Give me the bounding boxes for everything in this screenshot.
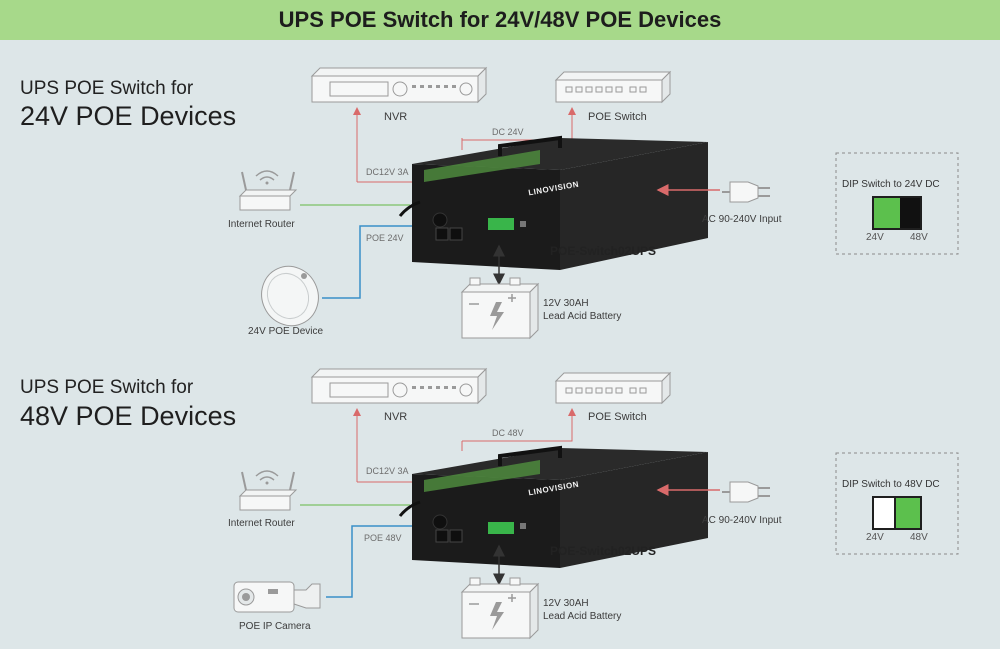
dip-box-24v [835, 152, 959, 255]
battery-48v-line2: Lead Acid Battery [543, 611, 622, 622]
section-24v-title-small: UPS POE Switch for [20, 78, 194, 99]
nvr-48v-label: NVR [384, 411, 408, 423]
dip-24v-right-label: 48V [910, 232, 928, 243]
ac-input-24v-label: AC 90-240V Input [702, 214, 782, 225]
ac-plug-24v-icon [722, 181, 770, 203]
ups-poe-switch-24v [398, 135, 708, 270]
poe-switch-24v-icon [554, 70, 672, 104]
router-48v-icon [238, 470, 298, 511]
model-24v-label: POE-Switch02UPS [550, 244, 657, 258]
ip-camera-48v-label: POE IP Camera [239, 621, 311, 632]
dip-24v-left-label: 24V [866, 232, 884, 243]
nvr-24v-label: NVR [384, 111, 408, 123]
poe-switch-24v-label: POE Switch [588, 111, 647, 123]
dc12-48v-label: DC12V 3A [366, 466, 409, 476]
dip-24v-title: DIP Switch to 24V DC [842, 179, 940, 190]
dip-switch-48v [872, 496, 922, 530]
poe-switch-48v-label: POE Switch [588, 411, 647, 423]
ip-camera-48v-icon [233, 581, 321, 613]
router-24v-icon [238, 170, 298, 211]
ups-poe-switch-48v [398, 445, 708, 568]
poe-48v-line-label: POE 48V [364, 533, 402, 543]
dc-24v-label: DC 24V [492, 127, 524, 137]
battery-48v-icon [460, 577, 540, 640]
dc12-24v-label: DC12V 3A [366, 167, 409, 177]
section-24v-title-big: 24V POE Devices [20, 101, 237, 131]
section-24v-graphics [238, 66, 959, 340]
section-48v-graphics [233, 367, 959, 640]
dip-box-48v [835, 452, 959, 555]
router-24v-label: Internet Router [228, 219, 295, 230]
nvr-24v-icon [310, 66, 488, 104]
model-48v-label: POE-Switch02UPS [550, 544, 657, 558]
banner-title: UPS POE Switch for 24V/48V POE Devices [278, 7, 722, 32]
ac-plug-48v-icon [722, 481, 770, 503]
battery-24v-line1: 12V 30AH [543, 298, 589, 309]
dip-48v-right-label: 48V [910, 532, 928, 543]
dip-switch-24v [872, 196, 922, 230]
poe-switch-48v-icon [554, 371, 672, 405]
dip-48v-left-label: 24V [866, 532, 884, 543]
poe-device-24v-label: 24V POE Device [248, 326, 324, 337]
battery-48v-line1: 12V 30AH [543, 598, 589, 609]
poe-24v-line-label: POE 24V [366, 233, 404, 243]
battery-24v-line2: Lead Acid Battery [543, 311, 622, 322]
battery-24v-icon [460, 277, 540, 340]
router-48v-label: Internet Router [228, 518, 295, 529]
poe-device-24v-icon [261, 265, 319, 327]
ac-input-48v-label: AC 90-240V Input [702, 515, 782, 526]
dip-48v-title: DIP Switch to 48V DC [842, 479, 940, 490]
section-48v-title-big: 48V POE Devices [20, 401, 237, 431]
nvr-48v-icon [310, 367, 488, 405]
dc-48v-label: DC 48V [492, 428, 524, 438]
title-banner: UPS POE Switch for 24V/48V POE Devices [0, 0, 1000, 40]
section-48v-title-small: UPS POE Switch for [20, 377, 194, 398]
